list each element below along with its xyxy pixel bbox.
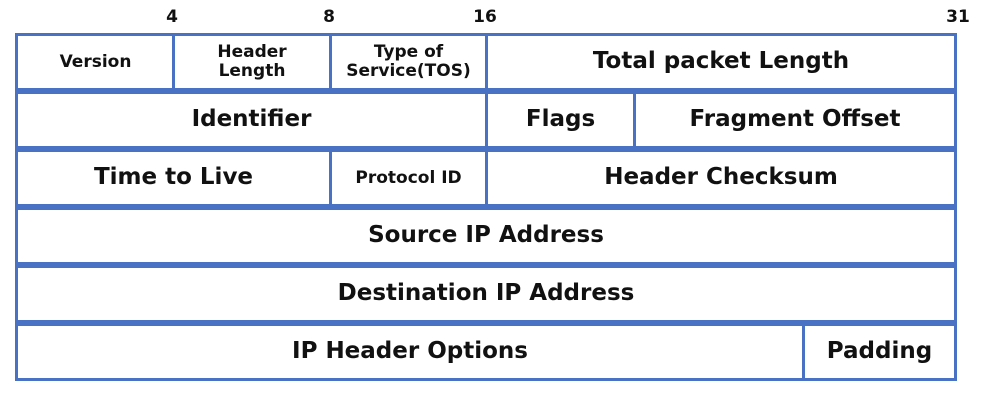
field-time-to-live-label: Time to Live [93,164,254,191]
field-destination-ip-address-label: Destination IP Address [337,280,635,307]
field-identifier: Identifier [18,94,485,146]
header-row-source: Source IP Address [15,207,957,265]
field-total-packet-length-label: Total packet Length [592,48,850,75]
field-header-length-label: Header Length [217,42,287,81]
field-type-of-service-label: Type of Service(TOS) [346,42,471,81]
field-total-packet-length: Total packet Length [488,36,954,88]
field-padding-label: Padding [826,338,933,365]
divider [172,33,175,91]
field-padding: Padding [805,326,954,378]
field-source-ip-address-label: Source IP Address [368,222,604,249]
divider [485,91,488,149]
field-flags: Flags [488,94,633,146]
divider [633,91,636,149]
header-row-identifier: Identifier Flags Fragment Offset [15,91,957,149]
field-header-length: Header Length [175,36,329,88]
field-time-to-live: Time to Live [18,152,329,204]
bit-marker-31: 31 [946,7,970,27]
field-fragment-offset: Fragment Offset [636,94,954,146]
field-ip-header-options: IP Header Options [18,326,802,378]
field-protocol-id-label: Protocol ID [355,167,462,188]
divider [485,149,488,207]
header-row-ttl: Time to Live Protocol ID Header Checksum [15,149,957,207]
field-type-of-service: Type of Service(TOS) [332,36,485,88]
field-header-checksum-label: Header Checksum [604,164,838,191]
divider [329,149,332,207]
bit-marker-4: 4 [166,7,178,27]
field-identifier-label: Identifier [191,106,312,133]
field-ip-header-options-label: IP Header Options [292,338,528,365]
field-version: Version [18,36,173,88]
divider [485,33,488,91]
bit-marker-8: 8 [323,7,335,27]
header-row-destination: Destination IP Address [15,265,957,323]
field-protocol-id: Protocol ID [332,152,485,204]
field-header-checksum: Header Checksum [488,152,954,204]
divider [329,33,332,91]
field-flags-label: Flags [525,106,596,133]
divider [802,323,805,381]
header-row-version: Version Header Length Type of Service(TO… [15,33,957,91]
header-row-options: IP Header Options Padding [15,323,957,381]
field-destination-ip-address: Destination IP Address [18,268,954,320]
field-version-label: Version [59,51,132,72]
field-source-ip-address: Source IP Address [18,210,954,262]
field-fragment-offset-label: Fragment Offset [689,106,901,133]
bit-marker-16: 16 [473,7,497,27]
